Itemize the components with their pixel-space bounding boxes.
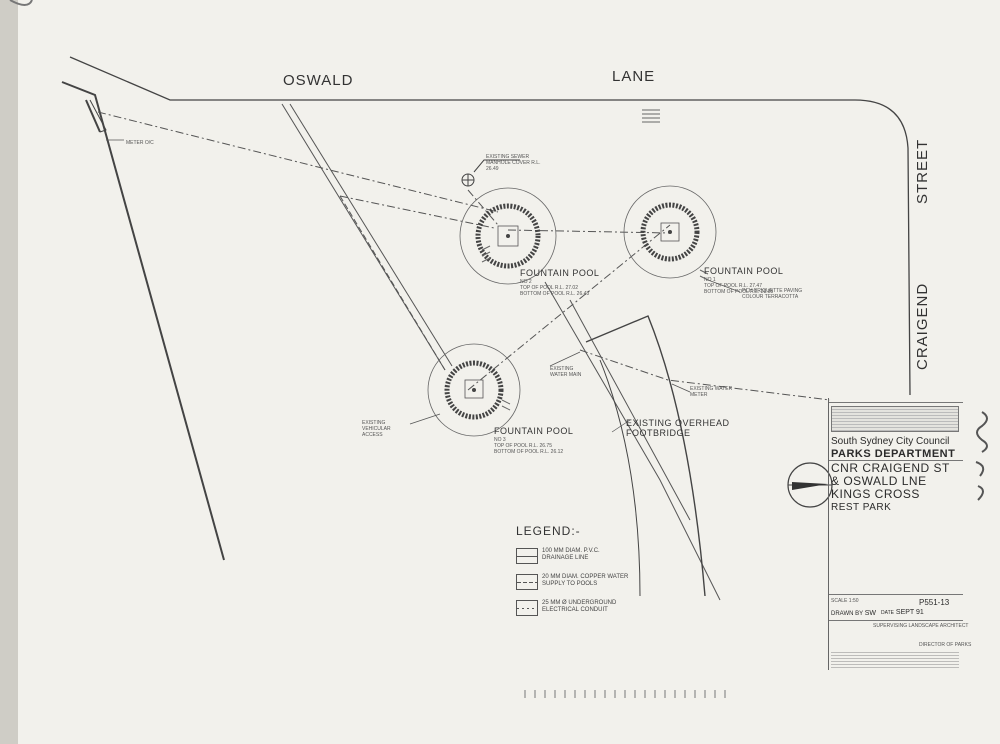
department-name: PARKS DEPARTMENT <box>831 448 956 460</box>
meter-label: METER O/C <box>126 140 154 146</box>
water-symbol <box>516 574 538 590</box>
footbridge-label: FOOTBRIDGE <box>626 428 691 438</box>
drawn-by: DRAWN BY SW <box>831 610 876 617</box>
street-craigend: CRAIGEND <box>914 282 931 370</box>
legend-item-text: 25 MM Ø UNDERGROUND ELECTRICAL CONDUIT <box>542 600 617 613</box>
scale-text: SCALE 1:50 <box>831 598 859 604</box>
project-line-3: KINGS CROSS <box>831 487 920 501</box>
fountain-pool-2 <box>459 187 557 285</box>
footbridge-outline <box>585 315 706 597</box>
sewer-label: EXISTING SEWER MANHOLE COVER R.L. 26.49 <box>486 154 541 172</box>
project-line-2: & OSWALD LNE <box>831 474 927 488</box>
pool-3-top: TOP OF POOL R.L. 26.75 <box>494 443 552 449</box>
hatch-marks <box>481 109 709 411</box>
lane-boundary <box>69 56 911 396</box>
title-block: South Sydney City Council PARKS DEPARTME… <box>828 398 971 670</box>
fountain-pool-1 <box>623 185 717 279</box>
sheet-corner <box>9 0 33 6</box>
pool-2-bottom: BOTTOM OF POOL R.L. 26.48 <box>520 291 590 297</box>
director-label: DIRECTOR OF PARKS <box>919 642 972 648</box>
legend-item-text: 100 MM DIAM. P.V.C. DRAINAGE LINE <box>542 548 600 561</box>
drawn-by-label: DRAWN BY <box>831 611 864 617</box>
fountain-pool-3 <box>427 343 521 437</box>
pool-1-no: NO 1 <box>704 277 716 283</box>
project-title: CNR CRAIGEND ST & OSWALD LNE KINGS CROSS… <box>831 462 950 514</box>
pool-1-bottom: BOTTOM OF POOL R.L. 26.93 <box>704 289 774 295</box>
pool-3-no: NO 3 <box>494 437 506 443</box>
pool-1-top: TOP OF POOL R.L. 27.47 <box>704 283 762 289</box>
street-oswald: OSWALD <box>283 72 354 89</box>
pool-3-title: FOUNTAIN POOL <box>494 426 574 436</box>
north-point <box>787 462 833 508</box>
legend-title: LEGEND:- <box>516 524 581 538</box>
path-lines <box>281 103 721 601</box>
scale-ticks <box>524 690 726 698</box>
water-main-label: EXISTING WATER MAIN <box>550 366 582 378</box>
legend-item-text: 20 MM DIAM. COPPER WATER SUPPLY TO POOLS <box>542 574 629 587</box>
paving-label: PCH BRIQUETTE PAVING COLOUR TERRACOTTA <box>742 288 803 300</box>
margin-handwriting <box>975 411 988 501</box>
council-crest-photo <box>831 406 959 432</box>
pool-3-bottom: BOTTOM OF POOL R.L. 26.12 <box>494 449 564 455</box>
pool-2-title: FOUNTAIN POOL <box>520 268 600 278</box>
pool-2-top: TOP OF POOL R.L. 27.02 <box>520 285 578 291</box>
pool-1-title: FOUNTAIN POOL <box>704 266 784 276</box>
date-value: SEPT 91 <box>895 609 924 616</box>
notes-block <box>831 650 959 668</box>
overhead-label: EXISTING OVERHEAD <box>626 418 730 428</box>
manhole-symbol <box>461 159 520 187</box>
electrical-symbol <box>516 600 538 616</box>
water-meter-label: EXISTING WATER METER <box>690 386 733 398</box>
binder-edge <box>0 0 18 744</box>
vehicle-label: EXISTING VEHICULAR ACCESS <box>362 420 391 438</box>
project-line-4: REST PARK <box>831 502 892 513</box>
leader-lines <box>106 139 741 433</box>
architect-label: SUPERVISING LANDSCAPE ARCHITECT <box>873 623 969 629</box>
west-boundary <box>61 81 225 561</box>
drawing-date: DATE SEPT 91 <box>881 609 924 616</box>
council-name: South Sydney City Council <box>831 436 950 447</box>
date-label: DATE <box>881 610 894 616</box>
drainage-symbol <box>516 548 538 564</box>
drawn-by-value: SW <box>864 610 876 617</box>
street-street: STREET <box>914 138 931 204</box>
street-lane: LANE <box>612 68 656 85</box>
project-line-1: CNR CRAIGEND ST <box>831 461 950 475</box>
site-boundary <box>61 56 911 561</box>
sheet-number: P551-13 <box>919 598 950 607</box>
pool-2-no: NO 2 <box>520 279 532 285</box>
